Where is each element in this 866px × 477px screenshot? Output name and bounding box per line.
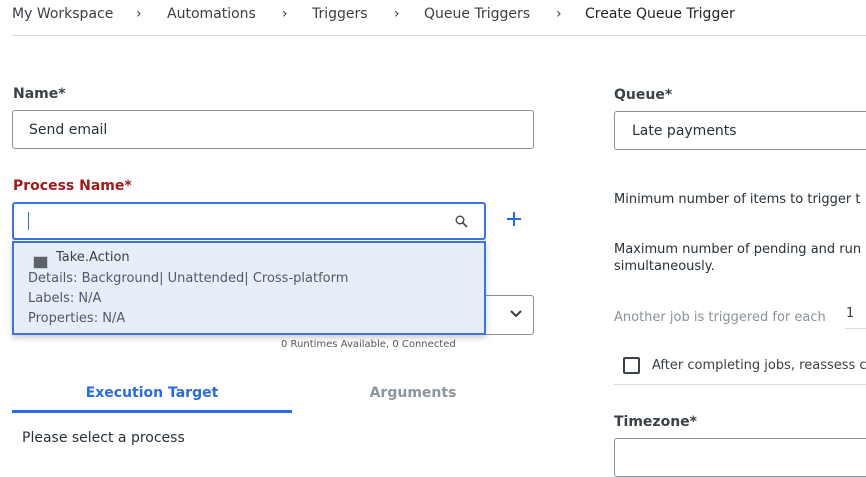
active-tab-indicator (12, 410, 292, 413)
chevron-right-icon: › (282, 6, 288, 22)
timezone-label: Timezone* (614, 414, 697, 430)
another-job-label: Another job is triggered for each (614, 310, 826, 325)
search-icon[interactable] (455, 215, 468, 228)
tab-execution-target[interactable]: Execution Target (85, 385, 219, 401)
queue-label: Queue* (614, 87, 673, 103)
queue-select[interactable]: Late payments (614, 111, 866, 150)
name-label: Name* (13, 86, 66, 102)
option-properties: Properties: N/A (28, 311, 126, 326)
chevron-right-icon: › (394, 6, 400, 22)
timezone-select[interactable] (614, 438, 866, 477)
chevron-right-icon: › (136, 6, 142, 22)
text-cursor (28, 212, 29, 230)
another-job-input[interactable]: 1 (845, 304, 866, 329)
runtimes-status: 0 Runtimes Available, 0 Connected (281, 339, 456, 350)
name-value: Send email (29, 122, 108, 138)
breadcrumb-current: Create Queue Trigger (585, 6, 735, 22)
tab-arguments[interactable]: Arguments (369, 385, 457, 401)
process-name-input[interactable] (12, 202, 486, 240)
header-divider (12, 35, 866, 36)
max-pending-label: Maximum number of pending and run (614, 242, 862, 257)
section-divider (614, 384, 866, 385)
queue-value: Late payments (632, 123, 737, 139)
process-dropdown: Take.Action Details: Background| Unatten… (12, 241, 486, 335)
tab-content-message: Please select a process (22, 430, 185, 446)
chevron-right-icon: › (556, 6, 562, 22)
breadcrumb-queue-triggers[interactable]: Queue Triggers (424, 6, 531, 22)
option-labels: Labels: N/A (28, 291, 102, 306)
reassess-label: After completing jobs, reassess c (652, 358, 866, 373)
add-process-plus-icon[interactable] (506, 211, 522, 227)
chevron-down-icon (510, 310, 522, 318)
process-name-label: Process Name* (13, 178, 132, 194)
min-items-label: Minimum number of items to trigger t (614, 192, 861, 207)
another-job-value: 1 (846, 306, 855, 321)
breadcrumb-my-workspace[interactable]: My Workspace (12, 6, 114, 22)
process-type-icon (33, 256, 48, 269)
breadcrumb-triggers[interactable]: Triggers (312, 6, 368, 22)
max-pending-label-cont: simultaneously. (614, 259, 715, 274)
name-input[interactable]: Send email (12, 110, 534, 149)
breadcrumb-automations[interactable]: Automations (167, 6, 256, 22)
option-details: Details: Background| Unattended| Cross-p… (28, 271, 349, 286)
reassess-checkbox[interactable] (623, 357, 640, 374)
option-title: Take.Action (56, 250, 130, 265)
